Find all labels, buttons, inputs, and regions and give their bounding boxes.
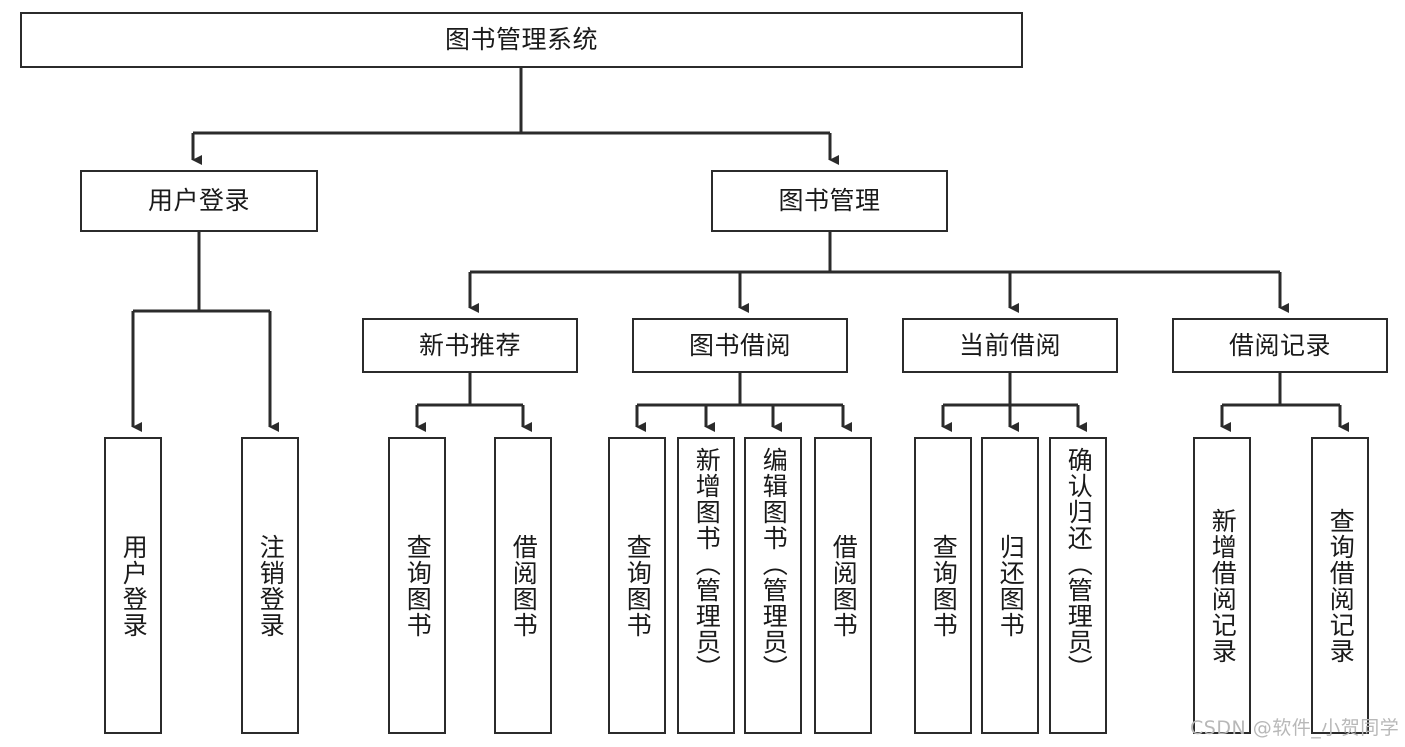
leaf-confirm-return[interactable]: 确认归还（管理员） — [1049, 437, 1107, 734]
leaf-add-record[interactable]: 新增借阅记录 — [1193, 437, 1251, 734]
leaf-query-book-2[interactable]: 查询图书 — [608, 437, 666, 734]
csdn-watermark: CSDN @软件_小贺同学 — [1190, 717, 1400, 739]
node-label: 归还图书 — [996, 533, 1026, 638]
leaf-query-book-3[interactable]: 查询图书 — [914, 437, 972, 734]
node-label: 新增借阅记录 — [1208, 507, 1238, 664]
node-label: 借阅记录 — [1228, 330, 1331, 360]
node-book-borrow[interactable]: 图书借阅 — [632, 318, 848, 373]
node-book-management[interactable]: 图书管理 — [711, 170, 948, 232]
node-label: 借阅图书 — [509, 533, 539, 638]
node-label: 当前借阅 — [958, 330, 1061, 360]
leaf-add-book[interactable]: 新增图书（管理员） — [677, 437, 735, 734]
node-user-login[interactable]: 用户登录 — [80, 170, 318, 232]
leaf-borrow-book-2[interactable]: 借阅图书 — [814, 437, 872, 734]
leaf-edit-book[interactable]: 编辑图书（管理员） — [744, 437, 802, 734]
node-current-borrow[interactable]: 当前借阅 — [902, 318, 1118, 373]
node-label: 新增图书（管理员） — [692, 447, 722, 681]
leaf-logout-login[interactable]: 注销登录 — [241, 437, 299, 734]
node-book-management-system[interactable]: 图书管理系统 — [20, 12, 1023, 68]
node-label: 确认归还（管理员） — [1064, 447, 1094, 681]
node-label: 查询图书 — [403, 533, 433, 638]
leaf-user-login[interactable]: 用户登录 — [104, 437, 162, 734]
leaf-borrow-book-1[interactable]: 借阅图书 — [494, 437, 552, 734]
node-label: 新书推荐 — [418, 330, 521, 360]
leaf-return-book[interactable]: 归还图书 — [981, 437, 1039, 734]
node-label: 编辑图书（管理员） — [759, 447, 789, 681]
node-label: 查询图书 — [929, 533, 959, 638]
node-label: 用户登录 — [147, 186, 250, 216]
node-new-book-recommend[interactable]: 新书推荐 — [362, 318, 578, 373]
leaf-query-book-1[interactable]: 查询图书 — [388, 437, 446, 734]
leaf-query-record[interactable]: 查询借阅记录 — [1311, 437, 1369, 734]
node-label: 图书管理系统 — [444, 25, 598, 55]
node-label: 借阅图书 — [829, 533, 859, 638]
node-label: 注销登录 — [256, 533, 286, 638]
node-label: 图书管理 — [778, 186, 881, 216]
node-label: 查询图书 — [623, 533, 653, 638]
node-label: 用户登录 — [119, 533, 149, 638]
node-borrow-record[interactable]: 借阅记录 — [1172, 318, 1388, 373]
node-label: 查询借阅记录 — [1326, 507, 1356, 664]
node-label: 图书借阅 — [688, 330, 791, 360]
